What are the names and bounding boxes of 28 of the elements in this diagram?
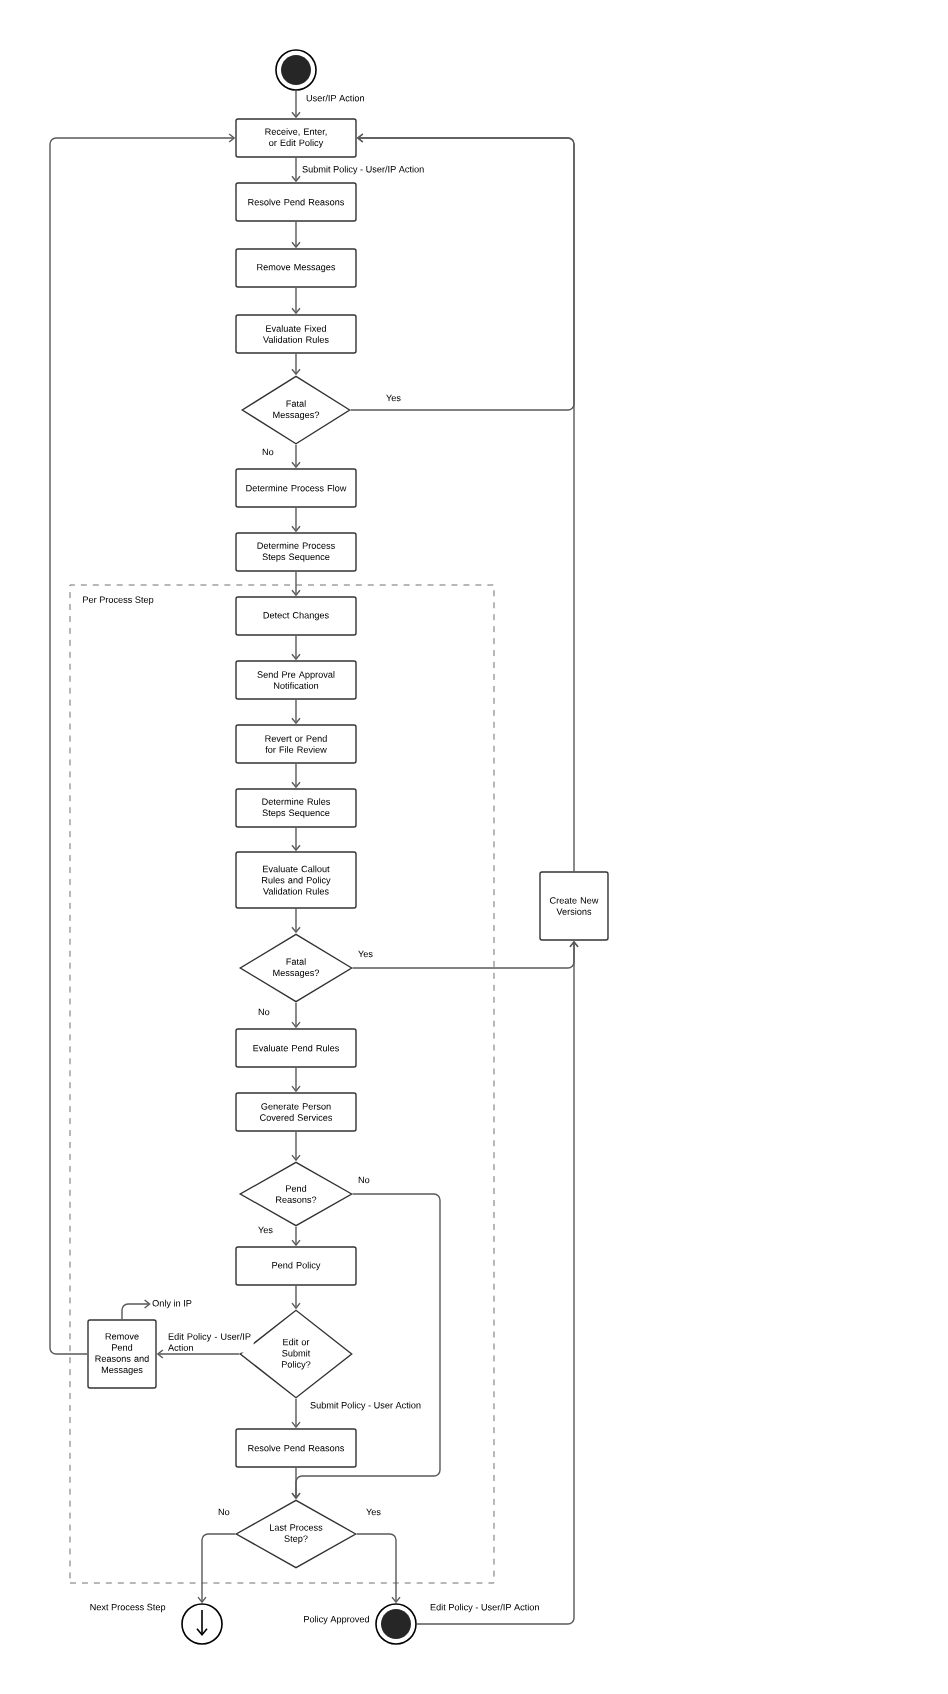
arrow (291, 827, 301, 852)
arrow (291, 1002, 301, 1029)
arrow (291, 90, 301, 119)
start-circle (275, 49, 317, 91)
arrow (416, 940, 579, 1625)
arrow (291, 1067, 301, 1093)
arrow (156, 1349, 240, 1359)
arrow (291, 571, 301, 597)
arrow (49, 133, 236, 1355)
arrow (291, 1467, 301, 1500)
arrow (291, 157, 301, 183)
arrow (291, 1398, 301, 1429)
arrow (291, 1226, 301, 1247)
arrow (291, 635, 301, 661)
arrow (291, 221, 301, 249)
arrow (291, 1131, 301, 1162)
arrow (197, 1533, 236, 1604)
arrow (121, 1299, 151, 1320)
arrow (356, 1533, 401, 1604)
arrow (291, 353, 301, 376)
arrow (291, 287, 301, 315)
arrow (291, 1285, 301, 1310)
arrow (291, 908, 301, 934)
arrow (356, 133, 575, 872)
arrow (291, 444, 301, 469)
arrow (291, 763, 301, 789)
arrow (291, 507, 301, 533)
arrow (291, 699, 301, 725)
